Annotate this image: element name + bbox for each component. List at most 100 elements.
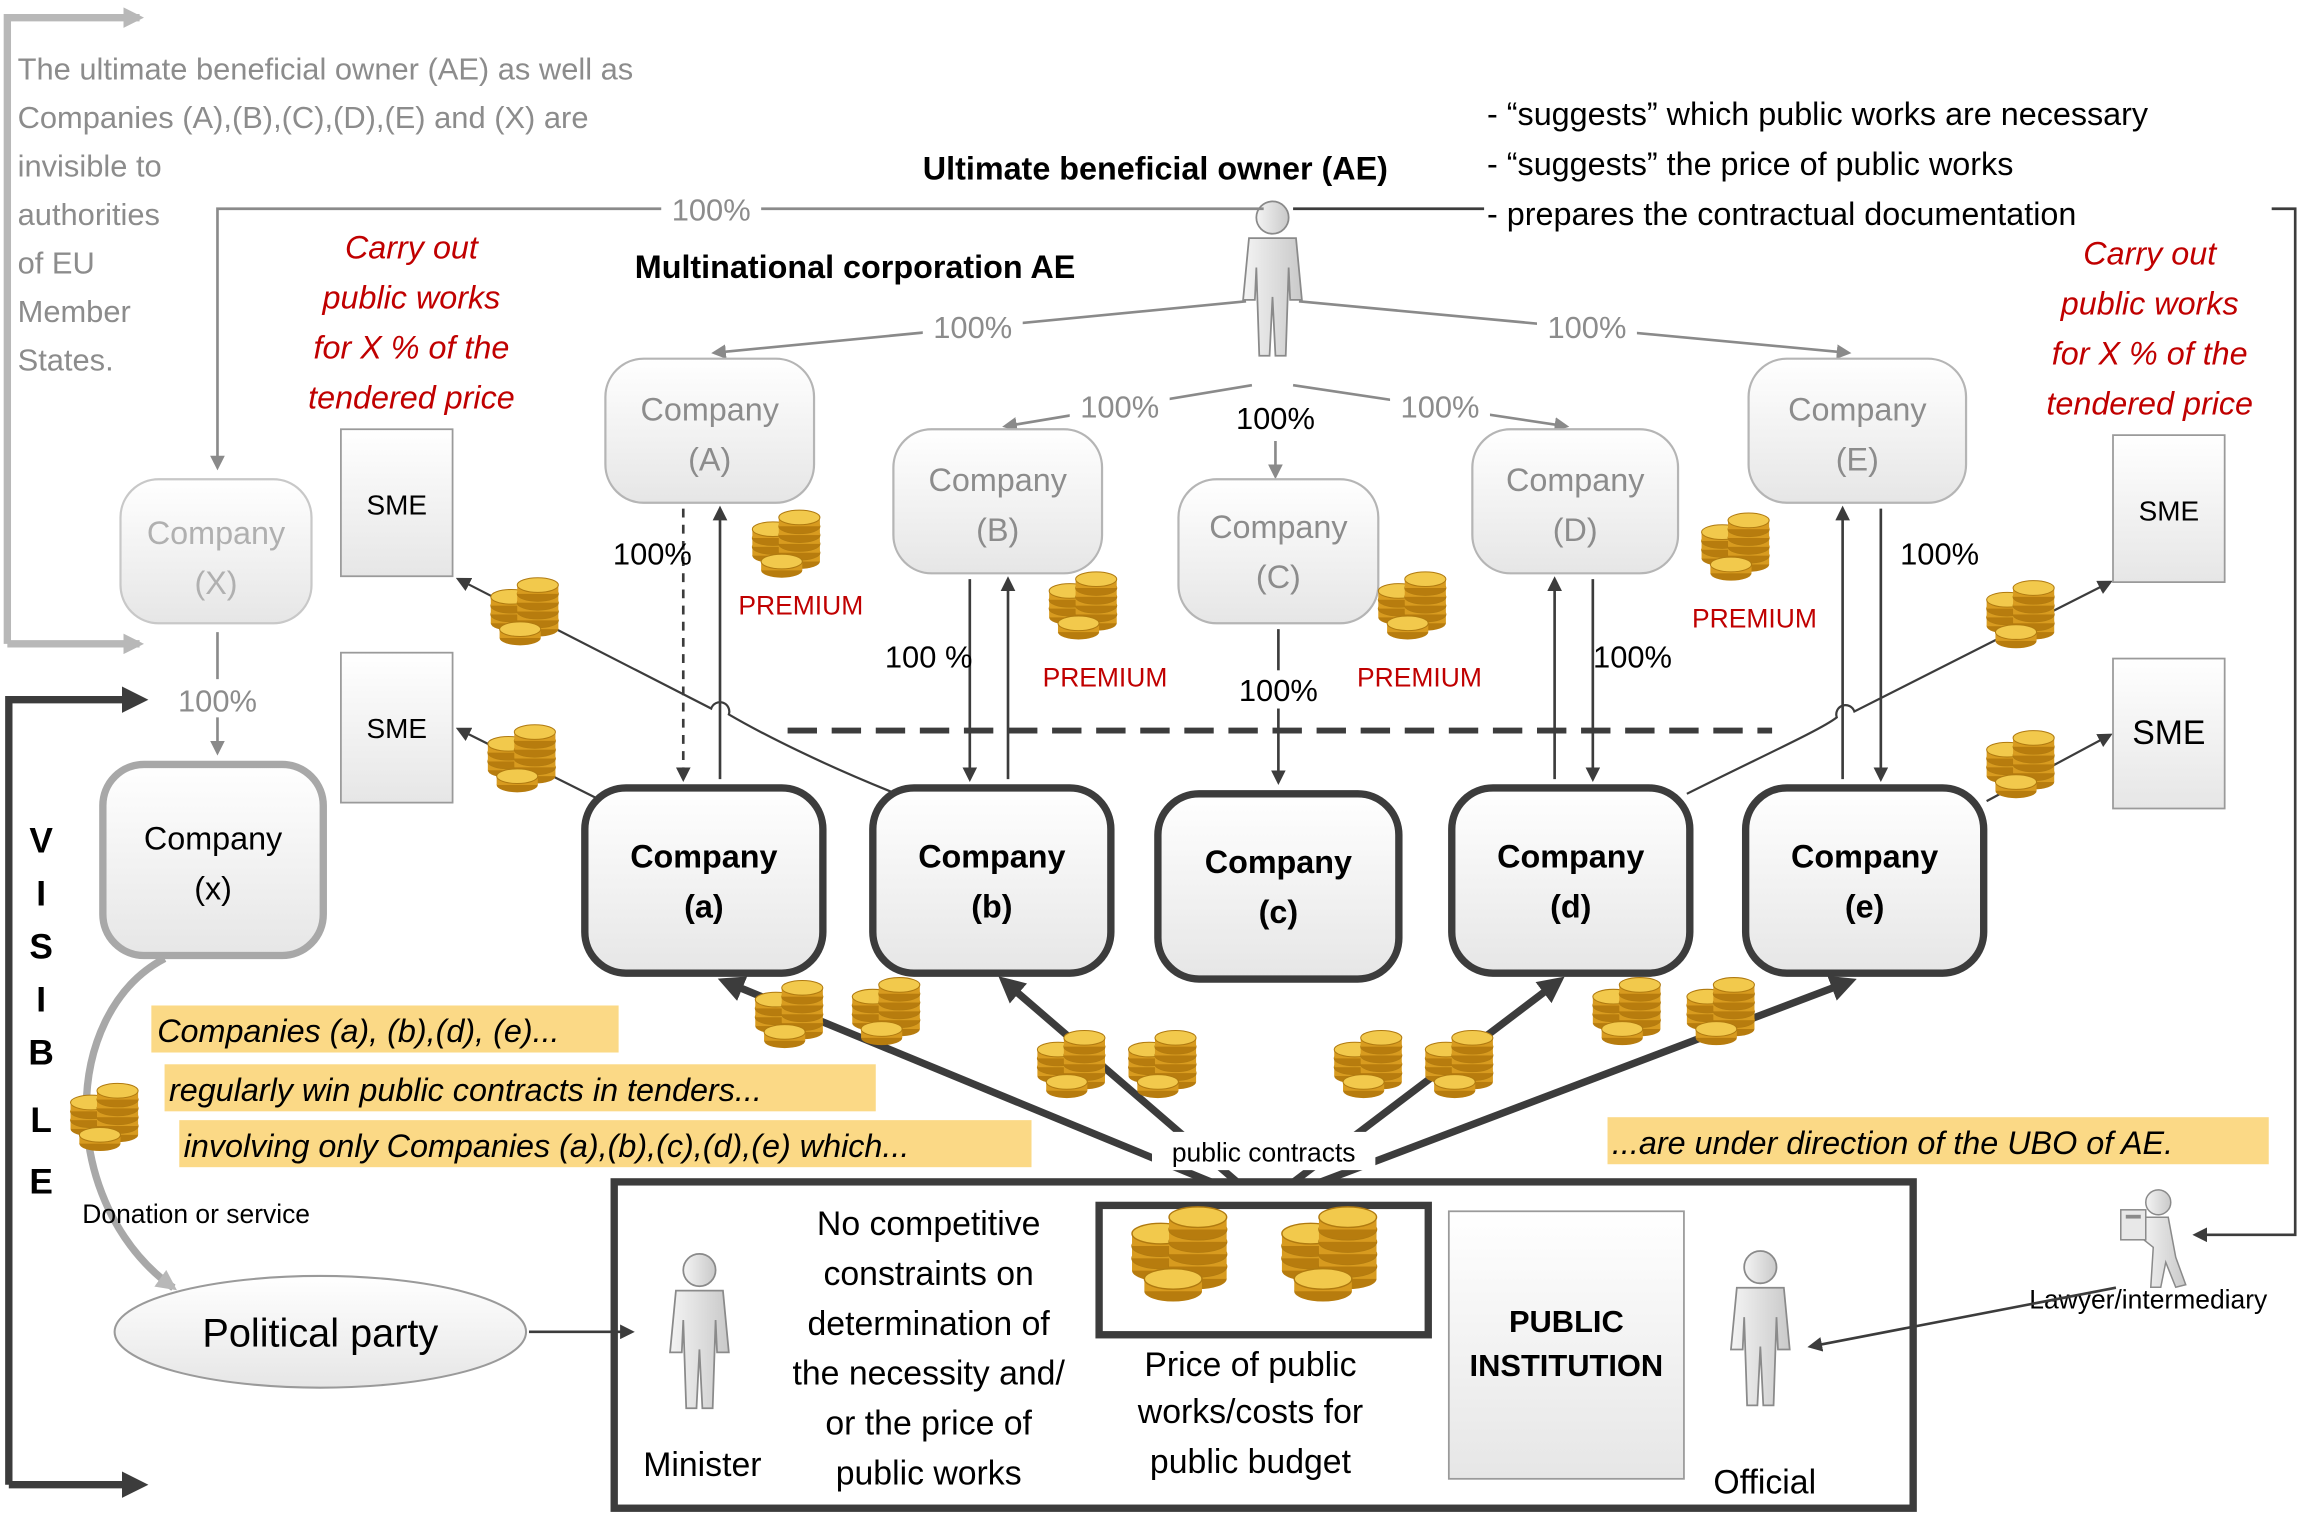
sme-label: SME xyxy=(367,489,427,520)
visible-letter: E xyxy=(29,1163,53,1202)
sme-label: SME xyxy=(2139,495,2199,526)
company-d-code: (d) xyxy=(1550,888,1591,924)
coins-icon xyxy=(1334,1030,1402,1098)
company-c: Company (c) xyxy=(1154,790,1403,983)
company-x-code: (x) xyxy=(194,871,232,907)
company-C-code: (C) xyxy=(1256,559,1301,595)
highlight-text: Companies (a), (b),(d), (e)... xyxy=(157,1013,559,1049)
highlight-text: ...are under direction of the UBO of AE. xyxy=(1612,1125,2173,1161)
sme-bottom-right: SME xyxy=(2112,657,2226,810)
coins-icon xyxy=(1128,1030,1196,1098)
no-competitive-line: the necessity and/ xyxy=(792,1355,1065,1393)
sme-top-left-arrow xyxy=(455,577,897,795)
visible-label: V I S I B L E xyxy=(28,822,53,1202)
ownership-a-label: 100% xyxy=(933,310,1012,345)
company-A-label: Company xyxy=(641,391,780,427)
company-a-code: (a) xyxy=(684,888,724,924)
carry-out-right: Carry out public works for X % of the te… xyxy=(2046,236,2253,422)
public-contracts-label: public contracts xyxy=(1172,1137,1356,1167)
company-d: Company (d) xyxy=(1448,784,1694,977)
sme-top-right: SME xyxy=(2112,434,2226,584)
premium-label: PREMIUM xyxy=(1043,662,1168,692)
company-E-code: (E) xyxy=(1836,441,1879,477)
company-D-label: Company xyxy=(1506,462,1645,498)
company-X: Company (X) xyxy=(119,478,313,625)
invisible-note-line: Member xyxy=(18,294,131,329)
coins-icon xyxy=(1593,978,1661,1046)
company-b-code: (b) xyxy=(971,888,1012,924)
carry-out-line: public works xyxy=(2060,286,2239,322)
company-B-label: Company xyxy=(929,462,1068,498)
carry-out-line: for X % of the xyxy=(314,330,510,366)
multinational-label: Multinational corporation AE xyxy=(635,249,1076,285)
coins-icon xyxy=(755,980,823,1048)
lawyer-to-official-arrow xyxy=(1807,1286,2117,1352)
ownership-c-label: 100% xyxy=(1236,401,1315,436)
coins-icon xyxy=(1425,1030,1493,1098)
company-c-code: (c) xyxy=(1259,894,1299,930)
ubo-action: - “suggests” which public works are nece… xyxy=(1487,96,2149,132)
ubo-to-lawyer-arrow xyxy=(2192,207,2297,1243)
company-x: Company (x) xyxy=(99,760,327,960)
ownership-e-label: 100% xyxy=(1547,310,1626,345)
premium-label: PREMIUM xyxy=(1692,604,1817,634)
no-competitive-line: or the price of xyxy=(825,1405,1032,1443)
company-E: Company (E) xyxy=(1747,357,1968,504)
company-B-code: (B) xyxy=(976,512,1019,548)
company-b: Company (b) xyxy=(869,784,1115,977)
carry-out-left: Carry out public works for X % of the te… xyxy=(308,230,515,416)
visible-bracket-top xyxy=(5,686,149,1485)
company-c-label: Company xyxy=(1205,844,1352,880)
coins-icon xyxy=(1987,731,2055,799)
invisible-note-line: Companies (A),(B),(C),(D),(E) and (X) ar… xyxy=(18,100,589,135)
premium-label: PREMIUM xyxy=(738,590,863,620)
ubo-title: Ultimate beneficial owner (AE) xyxy=(923,150,1388,186)
coins-icon xyxy=(71,1083,139,1151)
carry-out-line: Carry out xyxy=(2083,236,2218,272)
ownership-x-down-label: 100% xyxy=(178,683,257,718)
carry-out-line: public works xyxy=(322,280,501,316)
visible-letter: I xyxy=(36,875,46,914)
company-e-label: Company xyxy=(1791,838,1938,874)
public-institution-box xyxy=(1447,1210,1685,1480)
sme-top-left: SME xyxy=(340,428,454,578)
highlight-text: regularly win public contracts in tender… xyxy=(169,1072,762,1108)
company-d-label: Company xyxy=(1497,838,1644,874)
highlight-text: involving only Companies (a),(b),(c),(d)… xyxy=(184,1128,910,1164)
visible-letter: L xyxy=(30,1101,52,1140)
company-C-label: Company xyxy=(1209,509,1348,545)
sme-bottom-left: SME xyxy=(340,651,454,804)
company-A-code: (A) xyxy=(688,441,731,477)
no-competitive-text: No competitive constraints on determinat… xyxy=(792,1205,1065,1493)
ubo-action: - “suggests” the price of public works xyxy=(1487,146,2013,182)
political-party xyxy=(113,1274,528,1389)
company-b-label: Company xyxy=(918,838,1065,874)
ubo-person-icon xyxy=(1242,200,1303,357)
price-line: public budget xyxy=(1150,1443,1352,1481)
ubo-to-x-arrow xyxy=(210,207,1264,471)
invisible-note-line: of EU xyxy=(18,245,95,280)
coins-icon xyxy=(1687,978,1755,1046)
company-a-label: Company xyxy=(630,838,777,874)
company-A: Company (A) xyxy=(604,357,816,504)
coins-icon xyxy=(752,510,820,578)
company-B: Company (B) xyxy=(892,428,1104,575)
company-C: Company (C) xyxy=(1177,478,1380,625)
carry-out-line: tendered price xyxy=(2046,386,2253,422)
company-a: Company (a) xyxy=(581,784,827,977)
coins-icon xyxy=(1987,581,2055,649)
ownership-b-label: 100% xyxy=(1080,389,1159,424)
ownership-e-down-label: 100% xyxy=(1900,536,1979,571)
lawyer-label: Lawyer/intermediary xyxy=(2029,1284,2268,1314)
visible-letter: B xyxy=(28,1033,53,1072)
invisible-note: The ultimate beneficial owner (AE) as we… xyxy=(18,51,634,377)
lawyer-person-icon xyxy=(2120,1189,2187,1289)
coins-icon xyxy=(491,578,559,646)
ubo-actions: - “suggests” which public works are nece… xyxy=(1487,96,2149,232)
company-x-label: Company xyxy=(144,821,283,857)
premium-label: PREMIUM xyxy=(1357,662,1482,692)
visible-letter: S xyxy=(29,927,53,966)
ubo-action: - prepares the contractual documentation xyxy=(1487,196,2076,232)
no-competitive-line: public works xyxy=(836,1455,1022,1493)
